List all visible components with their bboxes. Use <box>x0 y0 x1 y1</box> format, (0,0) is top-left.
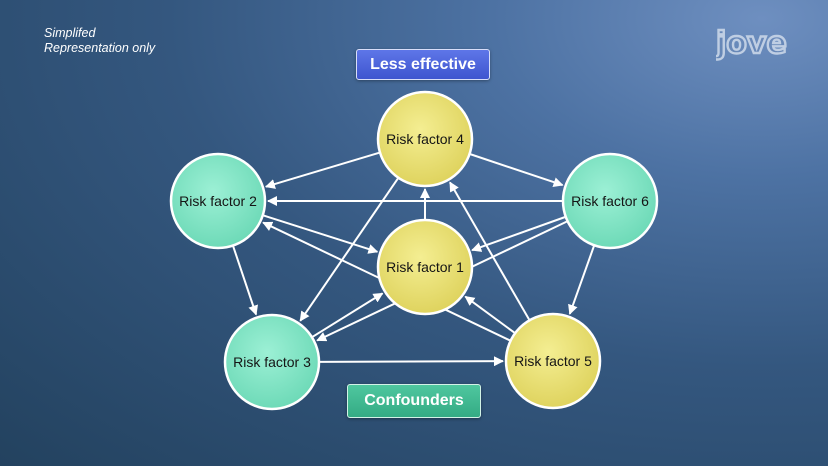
node-rf6: Risk factor 6 <box>561 152 659 250</box>
edge-rf3-to-rf5 <box>319 356 505 367</box>
node-label-rf5: Risk factor 5 <box>514 353 592 369</box>
node-circle-rf5 <box>504 312 602 410</box>
edge-rf2-to-rf3 <box>232 246 258 316</box>
confounders-label: Confounders <box>347 384 481 418</box>
node-label-rf3: Risk factor 3 <box>233 354 311 370</box>
nodes-layer: Risk factor 1 Risk factor 2 Risk factor 3 R… <box>169 90 659 411</box>
edge-rf4-to-rf2 <box>264 151 380 189</box>
node-circle-rf6 <box>561 152 659 250</box>
edge-rf4-to-rf6 <box>470 153 564 187</box>
caption-line-1: Simplifed <box>44 26 96 40</box>
caption: Simplifed Representation only <box>44 26 155 56</box>
edge-rf6-to-rf1 <box>471 216 566 252</box>
logo-text-fill: jove <box>716 26 787 61</box>
edge-rf2-to-rf1 <box>263 214 379 254</box>
edge-rf3-to-rf1 <box>312 292 384 338</box>
node-rf4: Risk factor 4 <box>376 90 474 188</box>
less-effective-label: Less effective <box>356 49 490 80</box>
edge-rf4-to-rf3 <box>299 178 399 322</box>
node-rf1: Risk factor 1 <box>376 218 474 316</box>
node-rf3: Risk factor 3 <box>223 313 321 411</box>
node-rf2: Risk factor 2 <box>169 152 267 250</box>
edge-rf5-to-rf4 <box>449 181 530 320</box>
node-circle-rf3 <box>223 313 321 411</box>
jove-logo: jove jove <box>716 26 788 62</box>
node-circle-rf2 <box>169 152 267 250</box>
node-rf5: Risk factor 5 <box>504 312 602 410</box>
node-label-rf4: Risk factor 4 <box>386 131 464 147</box>
node-circle-rf4 <box>376 90 474 188</box>
node-label-rf6: Risk factor 6 <box>571 193 649 209</box>
node-label-rf2: Risk factor 2 <box>179 193 257 209</box>
logo-text: jove <box>716 26 787 61</box>
caption-line-2: Representation only <box>44 41 156 55</box>
edge-rf5-to-rf1 <box>464 295 515 334</box>
node-circle-rf1 <box>376 218 474 316</box>
node-label-rf1: Risk factor 1 <box>386 259 464 275</box>
edge-rf6-to-rf5 <box>568 245 595 315</box>
